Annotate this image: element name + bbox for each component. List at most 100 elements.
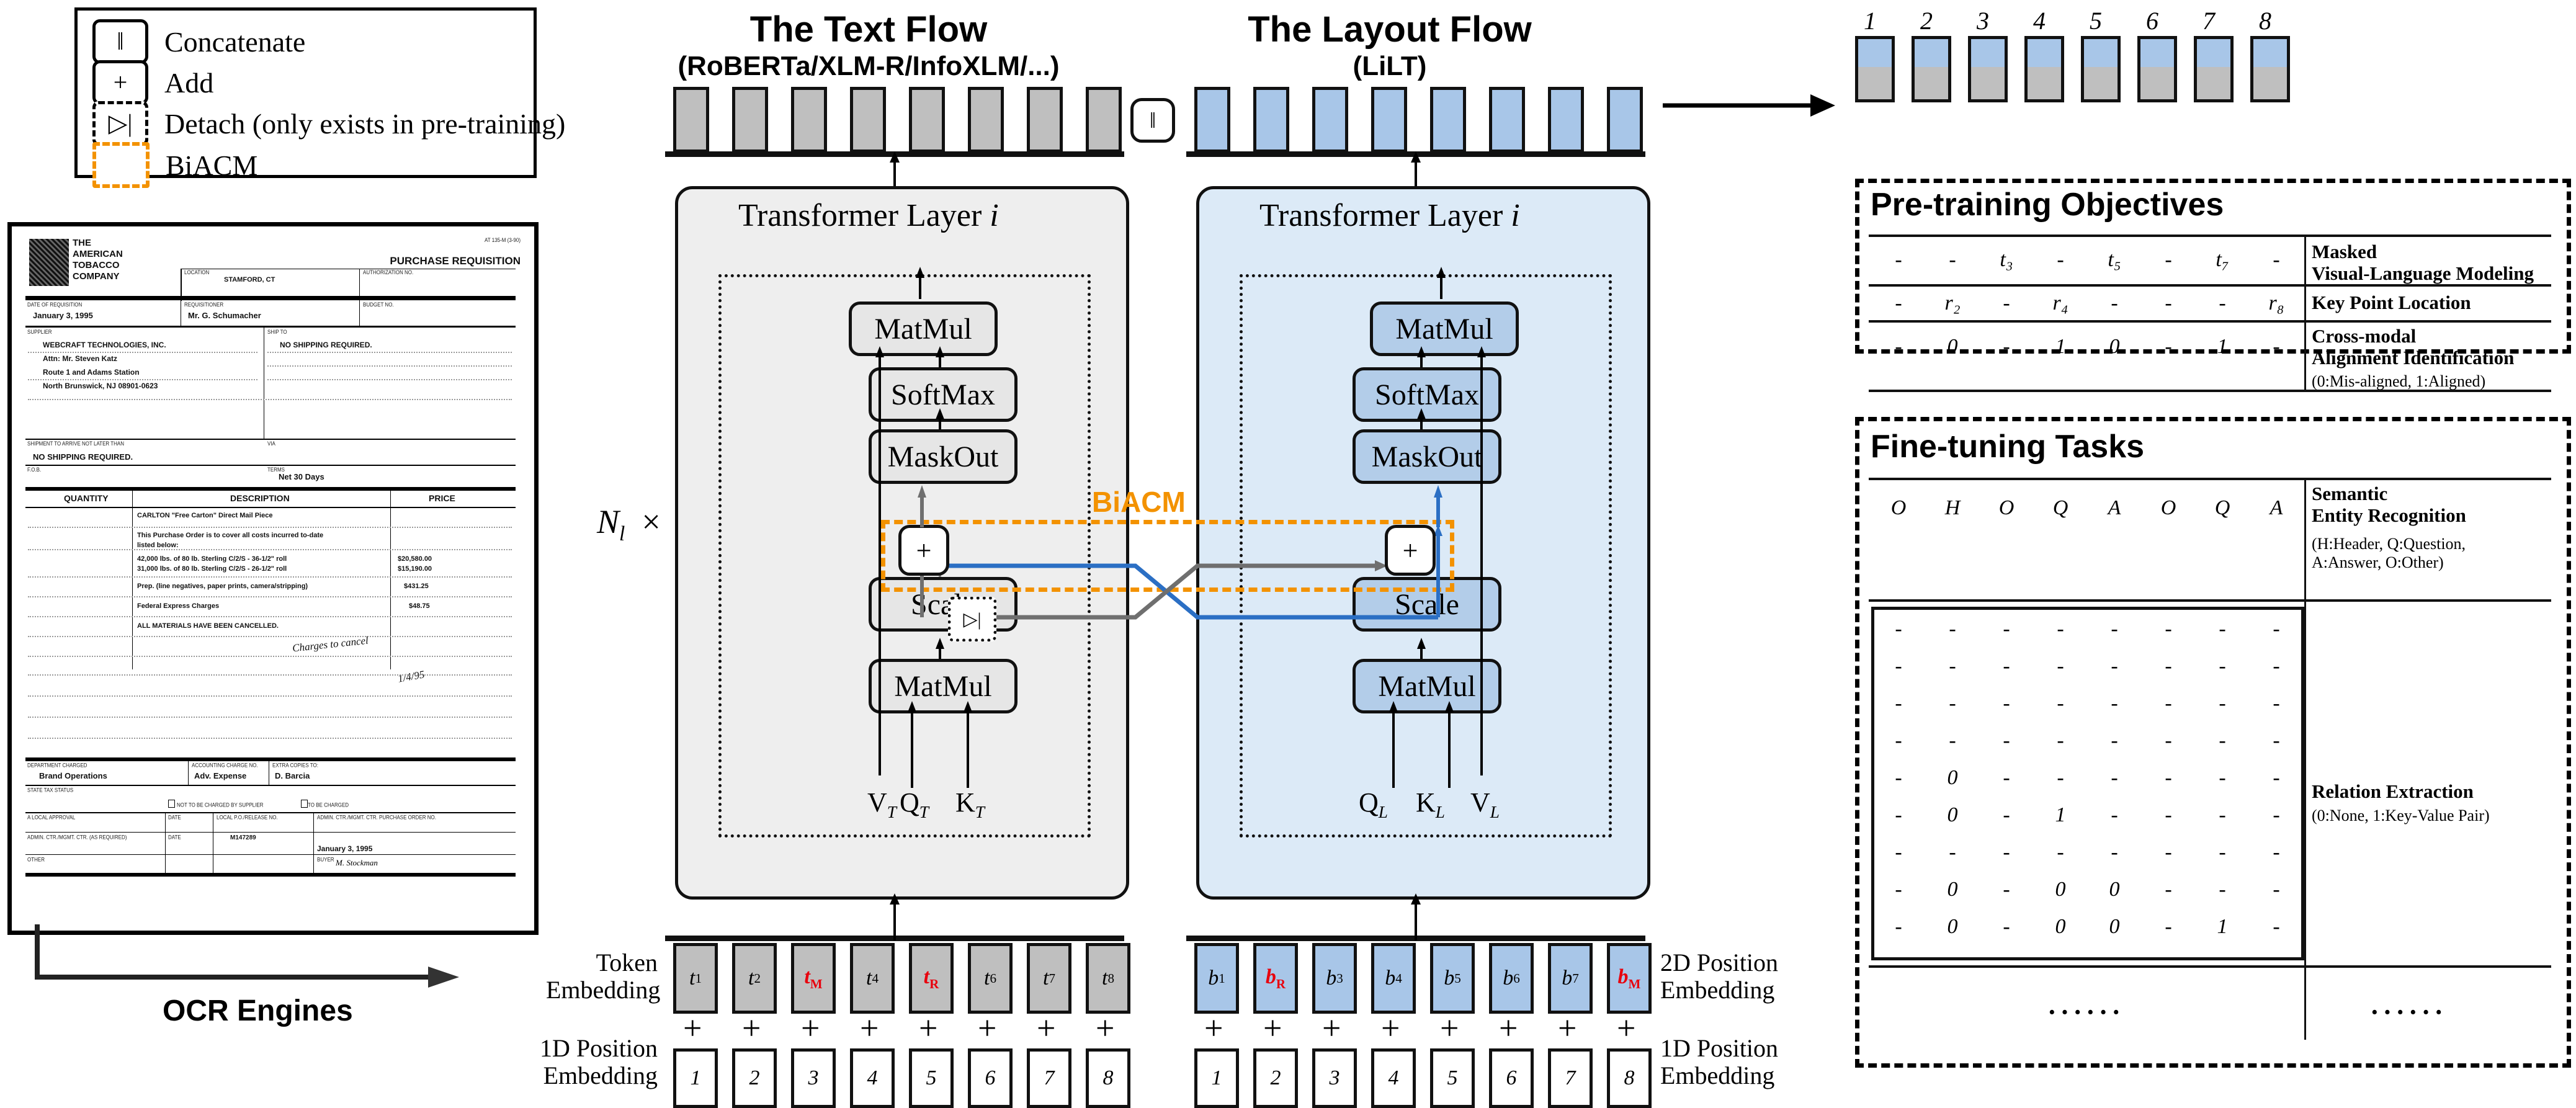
text-matmul-bottom[interactable]: MatMul [869, 659, 1017, 713]
text-k-label: KT [955, 787, 985, 821]
text-q-label: QT [900, 787, 929, 821]
layout-position-cell: 5 [1430, 1048, 1475, 1108]
token-embedding-label-l2: Embedding [546, 976, 661, 1004]
approval-label-admin: ADMIN. CTR./MGMT. CTR. PURCHASE ORDER NO… [317, 814, 437, 821]
pretraining-title: Pre-training Objectives [1871, 187, 2224, 223]
layout-token-cell: bM [1607, 943, 1652, 1014]
plus-icon: + [801, 1009, 820, 1047]
text-attention-dotted-box [718, 274, 1091, 838]
text-softmax[interactable]: SoftMax [869, 367, 1017, 422]
plus-icon: + [1558, 1009, 1577, 1047]
layout-q-label: QL [1359, 787, 1388, 821]
output-cell-gray [2194, 67, 2234, 102]
re-cell: - [2165, 878, 2172, 901]
layout-softmax[interactable]: SoftMax [1353, 367, 1501, 422]
footer-value-acct: Adv. Expense [194, 771, 247, 780]
plus-icon: + [1037, 1009, 1056, 1047]
table-row: listed below: [137, 542, 179, 549]
pretraining-cell: - [1949, 248, 1956, 271]
ocr-engines-label: OCR Engines [163, 994, 353, 1027]
field-value-shipment: NO SHIPPING REQUIRED. [33, 452, 133, 462]
re-cell: 0 [1947, 878, 1958, 901]
text-output-cell [1027, 87, 1063, 153]
field-value-location: STAMFORD, CT [224, 276, 275, 284]
company-line-4: COMPANY [73, 271, 120, 282]
pretraining-cell: - [2165, 335, 2172, 358]
layout-attention-dotted-box [1240, 274, 1612, 838]
field-label-terms: TERMS [267, 467, 285, 473]
plus-icon: + [683, 1009, 702, 1047]
legend-item-biacm: BiACM [92, 142, 257, 188]
table-header-description: DESCRIPTION [230, 493, 290, 503]
ser-cell: O [1890, 496, 1907, 519]
layout-position-cell: 8 [1607, 1048, 1652, 1108]
checkbox-label-not-charged: NOT TO BE CHARGED BY SUPPLIER [177, 802, 264, 808]
concatenate-icon: ‖ [1130, 98, 1175, 143]
legend-item-concatenate: ‖ Concatenate [92, 19, 305, 64]
supplier-line-4: North Brunswick, NJ 08901-0623 [43, 382, 158, 390]
layout-position-cell: 2 [1253, 1048, 1298, 1108]
detach-icon: ▷| [92, 101, 148, 146]
position-cell: 6 [968, 1048, 1013, 1108]
token-embedding-label: Token Embedding [546, 949, 661, 1004]
position-cell: 5 [909, 1048, 954, 1108]
repeat-label: Nl × [597, 503, 661, 545]
table-price: $15,190.00 [398, 565, 432, 573]
text-matmul-top[interactable]: MatMul [849, 302, 998, 356]
document-scan: THE AMERICAN TOBACCO COMPANY AT 135-M (3… [7, 222, 539, 935]
re-cell: - [1949, 617, 1956, 640]
re-cell: - [1949, 841, 1956, 864]
re-cell: - [2003, 841, 2010, 864]
checkbox-label-charged: TO BE CHARGED [308, 802, 349, 808]
field-value-requisitioner: Mr. G. Schumacher [188, 311, 261, 320]
biacm-label: BiACM [1092, 486, 1186, 518]
pos-embedding-label-l1: 1D Position [539, 1034, 658, 1062]
re-cell: - [1895, 803, 1902, 826]
legend-item-detach: ▷| Detach (only exists in pre-training) [92, 101, 565, 146]
text-maskout[interactable]: MaskOut [869, 429, 1017, 484]
pretraining-cell: 1 [2217, 335, 2228, 358]
re-cell: - [2057, 692, 2064, 715]
re-cell: - [2273, 655, 2280, 677]
re-cell: - [2003, 617, 2010, 640]
output-cell-gray [1912, 67, 1951, 102]
re-cell: 0 [1947, 915, 1958, 938]
layout-matmul-bottom[interactable]: MatMul [1353, 659, 1501, 713]
ser-cell: A [2108, 496, 2121, 519]
re-cell: 0 [1947, 766, 1958, 789]
layout-maskout[interactable]: MaskOut [1353, 429, 1501, 484]
layout-position-cell: 6 [1489, 1048, 1534, 1108]
layout-output-cell [1430, 87, 1466, 153]
footer-value-copies: D. Barcia [275, 771, 310, 780]
ser-cell: O [1998, 496, 2015, 519]
re-cell: - [2219, 841, 2226, 864]
re-cell: - [2219, 766, 2226, 789]
pos-embedding-label-l2: Embedding [543, 1061, 658, 1089]
re-cell: - [2003, 766, 2010, 789]
layout-matmul-top[interactable]: MatMul [1370, 302, 1519, 356]
pretraining-cell: - [2111, 292, 2118, 315]
text-output-cell [732, 87, 768, 153]
re-cell: - [2111, 766, 2118, 789]
re-cell: - [2219, 692, 2226, 715]
output-index-label: 4 [2033, 7, 2046, 35]
re-cell: - [2111, 617, 2118, 640]
output-cell-gray [2250, 67, 2290, 102]
re-cell: - [2057, 617, 2064, 640]
re-cell: - [2219, 878, 2226, 901]
detach-icon: ▷| [948, 597, 996, 641]
ser-cell: A [2270, 496, 2283, 519]
output-index-label: 5 [2090, 7, 2102, 35]
ocr-arrow [35, 924, 459, 988]
layout-flow-subtitle: (LiLT) [1353, 51, 1427, 81]
concatenate-icon: ‖ [92, 19, 148, 64]
re-cell: 0 [2109, 878, 2120, 901]
layout-output-cell [1253, 87, 1289, 153]
add-icon: + [92, 60, 148, 105]
footer-label-acct: ACCOUNTING CHARGE NO. [192, 762, 258, 769]
re-cell: - [2273, 878, 2280, 901]
re-cell: - [1895, 692, 1902, 715]
